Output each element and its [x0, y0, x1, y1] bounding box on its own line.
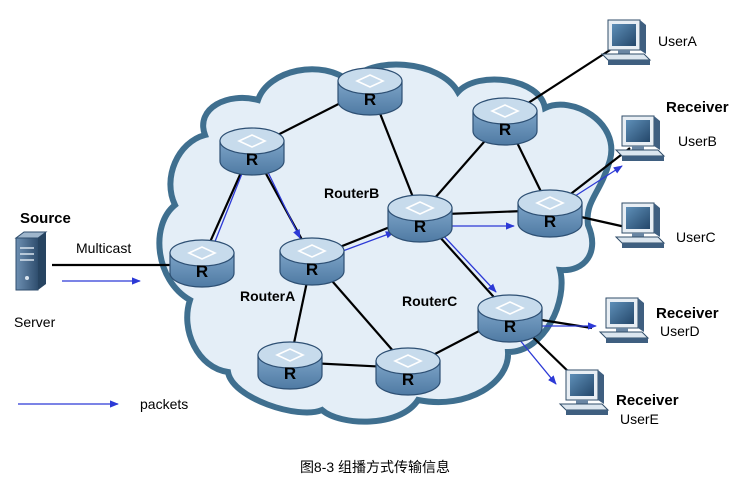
user-a-pc-icon — [601, 19, 651, 66]
receiver-b-label: Receiver — [666, 99, 729, 116]
user-a-label: UserA — [658, 33, 698, 49]
user-d-pc-icon — [599, 297, 649, 344]
user-c-pc-icon — [615, 202, 665, 249]
server-label: Server — [14, 314, 56, 330]
router-glyph: R — [499, 120, 511, 139]
user-c-label: UserC — [676, 229, 716, 245]
router-glyph: R — [284, 364, 296, 383]
user-e-pc-icon — [559, 369, 609, 416]
legend-packets-label: packets — [140, 396, 188, 412]
user-b-label: UserB — [678, 133, 717, 149]
router-glyph: R — [246, 150, 258, 169]
user-e-label: UserE — [620, 411, 659, 427]
multicast-label: Multicast — [76, 240, 131, 256]
receiver-d-label: Receiver — [656, 305, 719, 322]
router-glyph: R — [402, 370, 414, 389]
router-glyph: R — [544, 212, 556, 231]
router-glyph: R — [306, 260, 318, 279]
router-glyph: R — [196, 262, 208, 281]
server-icon — [14, 231, 48, 291]
user-d-label: UserD — [660, 323, 700, 339]
source-label: Source — [20, 210, 71, 227]
router-c-label: RouterC — [402, 293, 457, 309]
router-glyph: R — [364, 90, 376, 109]
figure-caption: 图8-3 组播方式传输信息 — [300, 459, 450, 475]
router-a-label: RouterA — [240, 288, 295, 304]
packet-flow-arrows — [18, 159, 623, 408]
receiver-e-label: Receiver — [616, 392, 679, 409]
router-glyph: R — [414, 217, 426, 236]
router-glyph: R — [504, 317, 516, 336]
user-b-pc-icon — [615, 115, 665, 162]
router-b-label: RouterB — [324, 185, 379, 201]
